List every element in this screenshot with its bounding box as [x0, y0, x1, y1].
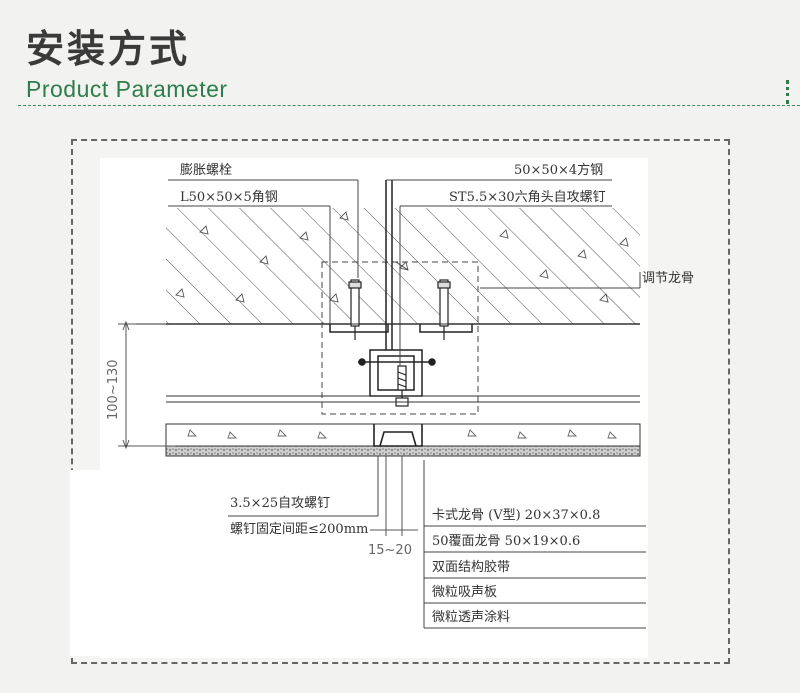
drawing-area-left — [70, 470, 170, 656]
label-expansion-bolt: 膨胀螺栓 — [180, 163, 232, 178]
layer-item: 微粒吸声板 — [432, 585, 497, 600]
detail-box — [321, 261, 479, 415]
label-adjust-keel: 调节龙骨 — [642, 271, 694, 286]
expansion-bolt-right — [437, 279, 451, 340]
st-screw — [395, 365, 409, 407]
expansion-bolt-left — [348, 279, 362, 340]
angle-steel — [329, 324, 473, 333]
divider-end-mark — [786, 80, 793, 104]
top-leaders — [168, 179, 612, 366]
page-title: 安装方式 — [26, 27, 191, 71]
board-layers — [165, 423, 641, 457]
concrete-slab — [166, 208, 640, 325]
page-subtitle: Product Parameter — [26, 76, 228, 102]
label-screw: 3.5×25自攻螺钉 — [230, 496, 330, 511]
width-dimension — [370, 456, 418, 536]
label-square-steel: 50×50×4方钢 — [514, 162, 603, 178]
v-keel — [373, 424, 423, 447]
dim-height: 100~130 — [106, 359, 121, 420]
label-st-screw: ST5.5×30六角头自攻螺钉 — [449, 190, 606, 205]
layer-item: 卡式龙骨 (V型) 20×37×0.8 — [432, 508, 600, 523]
layer-callouts — [423, 460, 646, 629]
title-divider — [18, 105, 800, 106]
layer-item: 微粒透声涂料 — [432, 609, 510, 625]
label-angle-steel: L50×50×5角钢 — [180, 190, 278, 205]
layer-item: 50覆面龙骨 50×19×0.6 — [432, 534, 580, 549]
square-steel — [358, 180, 436, 397]
dim-width: 15~20 — [368, 543, 412, 558]
label-spacing: 螺钉固定间距≤200mm — [230, 522, 368, 537]
height-dimension — [118, 320, 176, 450]
bottom-left-leaders — [228, 456, 379, 517]
adjust-keel — [480, 272, 641, 289]
layer-item: 双面结构胶带 — [432, 559, 510, 575]
